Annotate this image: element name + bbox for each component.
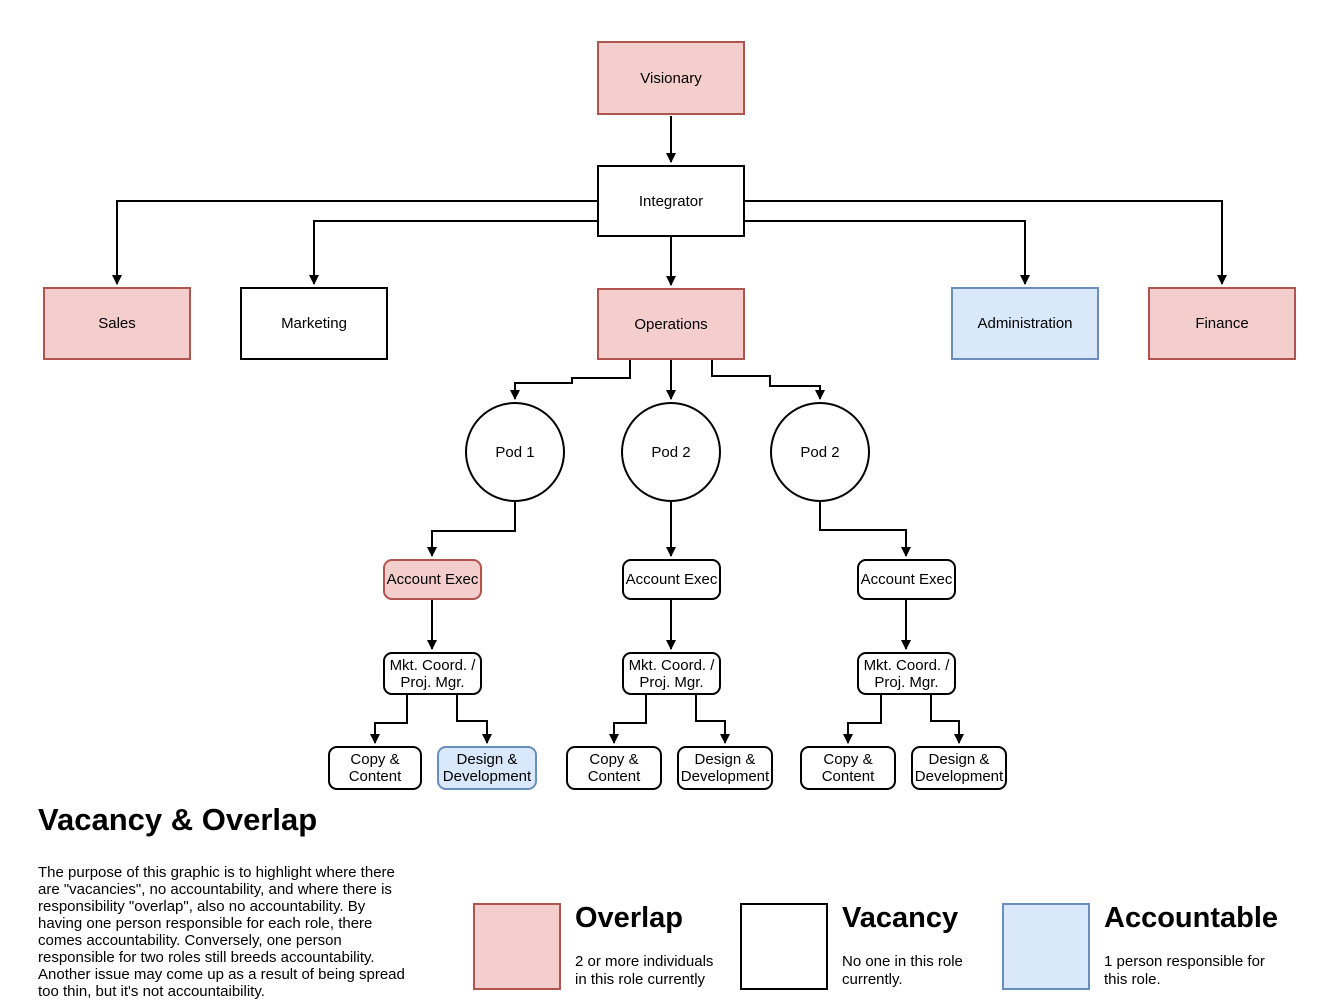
node-design-dev-3: Design & Development bbox=[911, 746, 1007, 790]
legend-vacancy-title: Vacancy bbox=[842, 902, 959, 934]
legend-overlap-title: Overlap bbox=[575, 902, 683, 934]
edge-integrator-finance bbox=[745, 200, 1227, 285]
edge-operations-pod1 bbox=[510, 360, 631, 400]
node-copy-content-3: Copy & Content bbox=[800, 746, 896, 790]
node-pod-1: Pod 1 bbox=[465, 402, 565, 502]
node-mkt-coord-1: Mkt. Coord. / Proj. Mgr. bbox=[383, 652, 482, 695]
node-pod-3: Pod 2 bbox=[770, 402, 870, 502]
node-pod-2: Pod 2 bbox=[621, 402, 721, 502]
section-title: Vacancy & Overlap bbox=[38, 802, 318, 837]
edge-pod1-account-exec-1 bbox=[427, 502, 516, 557]
node-integrator: Integrator bbox=[597, 165, 745, 237]
node-administration: Administration bbox=[951, 287, 1099, 360]
edge-mkt-coord-1-copy-content-1 bbox=[370, 695, 408, 744]
legend-accountable-desc: 1 person responsible for this role. bbox=[1104, 953, 1265, 988]
edge-mkt-coord-3-copy-content-3 bbox=[843, 695, 882, 744]
legend-accountable-title: Accountable bbox=[1104, 902, 1279, 934]
legend-item-overlap: Overlap 2 or more individuals in this ro… bbox=[473, 903, 713, 990]
legend-vacancy-desc: No one in this role currently. bbox=[842, 953, 963, 988]
vacancy-swatch bbox=[740, 903, 828, 990]
node-marketing: Marketing bbox=[240, 287, 388, 360]
edge-mkt-coord-1-design-dev-1 bbox=[456, 695, 492, 744]
node-copy-content-1: Copy & Content bbox=[328, 746, 422, 790]
edge-mkt-coord-2-copy-content-2 bbox=[609, 695, 647, 744]
node-account-exec-1: Account Exec bbox=[383, 559, 482, 600]
node-design-dev-1: Design & Development bbox=[437, 746, 537, 790]
node-operations: Operations bbox=[597, 288, 745, 360]
edge-mkt-coord-3-design-dev-3 bbox=[930, 695, 964, 744]
explanation-section: Vacancy & Overlap The purpose of this gr… bbox=[38, 802, 468, 1000]
edge-integrator-marketing bbox=[309, 220, 597, 285]
legend-item-vacancy: Vacancy No one in this role currently. bbox=[740, 903, 963, 990]
node-mkt-coord-3: Mkt. Coord. / Proj. Mgr. bbox=[857, 652, 956, 695]
node-finance: Finance bbox=[1148, 287, 1296, 360]
section-body: The purpose of this graphic is to highli… bbox=[38, 864, 405, 1000]
node-visionary: Visionary bbox=[597, 41, 745, 115]
edge-mkt-coord-2-design-dev-2 bbox=[695, 695, 730, 744]
edge-integrator-sales bbox=[112, 200, 597, 285]
node-mkt-coord-2: Mkt. Coord. / Proj. Mgr. bbox=[622, 652, 721, 695]
node-copy-content-2: Copy & Content bbox=[566, 746, 662, 790]
node-account-exec-3: Account Exec bbox=[857, 559, 956, 600]
edge-integrator-administration bbox=[745, 220, 1030, 285]
legend-item-accountable: Accountable 1 person responsible for thi… bbox=[1002, 903, 1278, 990]
overlap-swatch bbox=[473, 903, 561, 990]
node-account-exec-2: Account Exec bbox=[622, 559, 721, 600]
legend-overlap-desc: 2 or more individuals in this role curre… bbox=[575, 953, 714, 988]
accountable-swatch bbox=[1002, 903, 1090, 990]
node-design-dev-2: Design & Development bbox=[677, 746, 773, 790]
node-sales: Sales bbox=[43, 287, 191, 360]
edge-operations-pod3 bbox=[711, 360, 825, 400]
edge-pod3-account-exec-3 bbox=[819, 502, 911, 557]
